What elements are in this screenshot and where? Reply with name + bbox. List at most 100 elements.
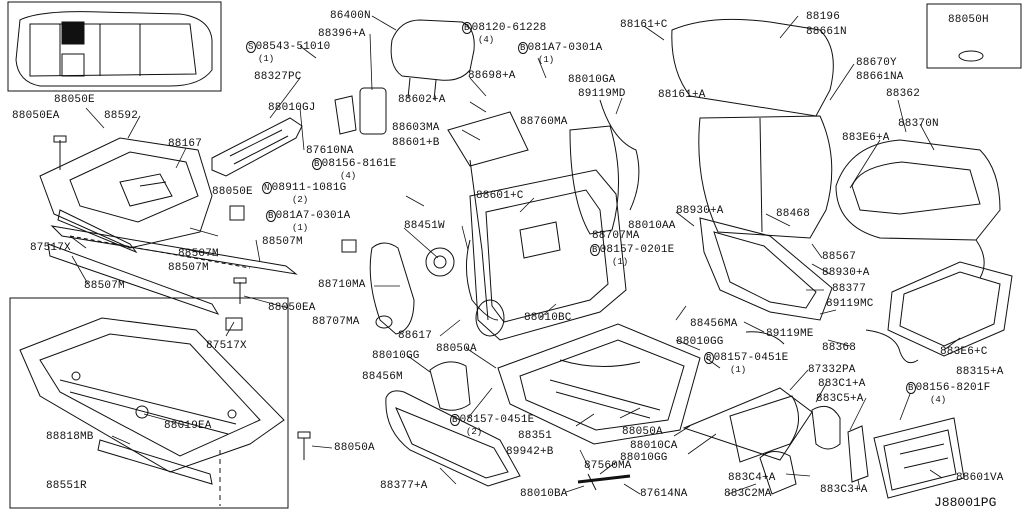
callout-88592: 88592 — [104, 110, 139, 122]
callout-88603ma: 88603MA — [392, 122, 440, 134]
callout-88315-a: 88315+A — [956, 366, 1004, 378]
callout-88019ea: 88019EA — [164, 420, 212, 432]
callout-883c5-a: 883C5+A — [816, 393, 864, 405]
callout-88010ga: 88010GA — [568, 74, 616, 86]
seat-back-cushion — [671, 18, 834, 239]
callout-88396-a: 88396+A — [318, 28, 366, 40]
callout-88010bc: 88010BC — [524, 312, 572, 324]
lower-frame-box — [9, 297, 289, 509]
callout-88601va: 88601VA — [956, 472, 1004, 484]
callout-88710ma: 88710MA — [318, 279, 366, 291]
callout-88617: 88617 — [398, 330, 433, 342]
qty-08156-8161e: (4) — [340, 171, 357, 181]
callout-87517x-right: 87517X — [206, 340, 247, 352]
callout-88468: 88468 — [776, 208, 811, 220]
callout-88661na: 88661NA — [856, 71, 904, 83]
callout-88601-b: 88601+B — [392, 137, 440, 149]
callout-88050e-top: 88050E — [54, 94, 95, 106]
callout-87614na: 87614NA — [640, 488, 688, 500]
callout-88010gg-right: 88010GG — [676, 336, 724, 348]
callout-88351: 88351 — [518, 430, 553, 442]
callout-88010gg-left: 88010GG — [372, 350, 420, 362]
callout-88601-c: 88601+C — [476, 190, 524, 202]
seat-lower-frame — [497, 323, 701, 445]
callout-87610na: 87610NA — [306, 145, 354, 157]
callout-86400n: 86400N — [330, 10, 371, 22]
callout-88377-a: 88377+A — [380, 480, 428, 492]
diagram-code: J88001PG — [934, 495, 997, 510]
callout-88050a-right: 88050A — [622, 426, 663, 438]
callout-88760ma: 88760MA — [520, 116, 568, 128]
callout-89119md: 89119MD — [578, 88, 626, 100]
callout-89119mc: 89119MC — [826, 298, 874, 310]
qty-08543-51010: (1) — [258, 54, 275, 64]
qty-08157-0201e: (1) — [612, 257, 629, 267]
callout-88602-a: 88602+A — [398, 94, 446, 106]
callout-88050e-mid: 88050E — [212, 186, 253, 198]
callout-87560ma: 87560MA — [584, 460, 632, 472]
callout-88507m-b: 88507M — [262, 236, 303, 248]
callout-88196: 88196 — [806, 11, 841, 23]
callout-88698-a: 88698+A — [468, 70, 516, 82]
callout-88327pc: 88327PC — [254, 71, 302, 83]
callout-88050ea-top: 88050EA — [12, 110, 60, 122]
callout-87517x-left: 87517X — [30, 242, 71, 254]
callout-88161-a: 88161+A — [658, 89, 706, 101]
callout-88507m-c: 88507M — [168, 262, 209, 274]
cushion-pan-assembly — [39, 137, 213, 254]
qty-08157-0451e-left: (2) — [466, 427, 483, 437]
callout-88507m-a: 88507M — [178, 248, 219, 260]
callout-883c4-a: 883C4+A — [728, 472, 776, 484]
callout-88707ma-mid: 88707MA — [312, 316, 360, 328]
motor-box-88601va — [873, 417, 965, 499]
callout-88010gj: 88010GJ — [268, 102, 316, 114]
vehicle-locator-inset — [7, 1, 222, 92]
seat-rails — [47, 225, 298, 315]
part-box-88050h — [926, 3, 1022, 69]
callout-88818mb: 88818MB — [46, 431, 94, 443]
callout-88050ea-mid: 88050EA — [268, 302, 316, 314]
callout-89942-b: 89942+B — [506, 446, 554, 458]
qty-08911-1081g: (2) — [292, 195, 309, 205]
callout-88010ba: 88010BA — [520, 488, 568, 500]
callout-88661n: 88661N — [806, 26, 847, 38]
leader-lines — [69, 15, 961, 495]
callout-88930-a-mid: 88930+A — [822, 267, 870, 279]
seat-cushion — [835, 139, 1001, 279]
callout-883c2ma: 883C2MA — [724, 488, 772, 500]
callout-88551r: 88551R — [46, 480, 87, 492]
qty-08120-61228: (4) — [478, 35, 495, 45]
callout-88368: 88368 — [822, 342, 857, 354]
callout-88451w: 88451W — [404, 220, 445, 232]
callout-88377: 88377 — [832, 283, 867, 295]
callout-88456ma: 88456MA — [690, 318, 738, 330]
callout-88050a-left: 88050A — [334, 442, 375, 454]
callout-88456m: 88456M — [362, 371, 403, 383]
callout-88010ca: 88010CA — [630, 440, 678, 452]
callout-88161-c: 88161+C — [620, 19, 668, 31]
callout-883e6-c: 883E6+C — [940, 346, 988, 358]
callout-883c3-a: 883C3+A — [820, 484, 868, 496]
callout-883e6-a: 883E6+A — [842, 132, 890, 144]
callout-88930-a-top: 88930+A — [676, 205, 724, 217]
qty-081a7-0301a-mid: (1) — [292, 223, 309, 233]
seat-back-frame — [425, 111, 627, 341]
callout-88670y: 88670Y — [856, 57, 897, 69]
callout-88010gg-bottom: 88010GG — [620, 452, 668, 464]
callout-88507m-d: 88507M — [84, 280, 125, 292]
callout-88167: 88167 — [168, 138, 203, 150]
callout-88370n: 88370N — [898, 118, 939, 130]
callout-883c1-a: 883C1+A — [818, 378, 866, 390]
